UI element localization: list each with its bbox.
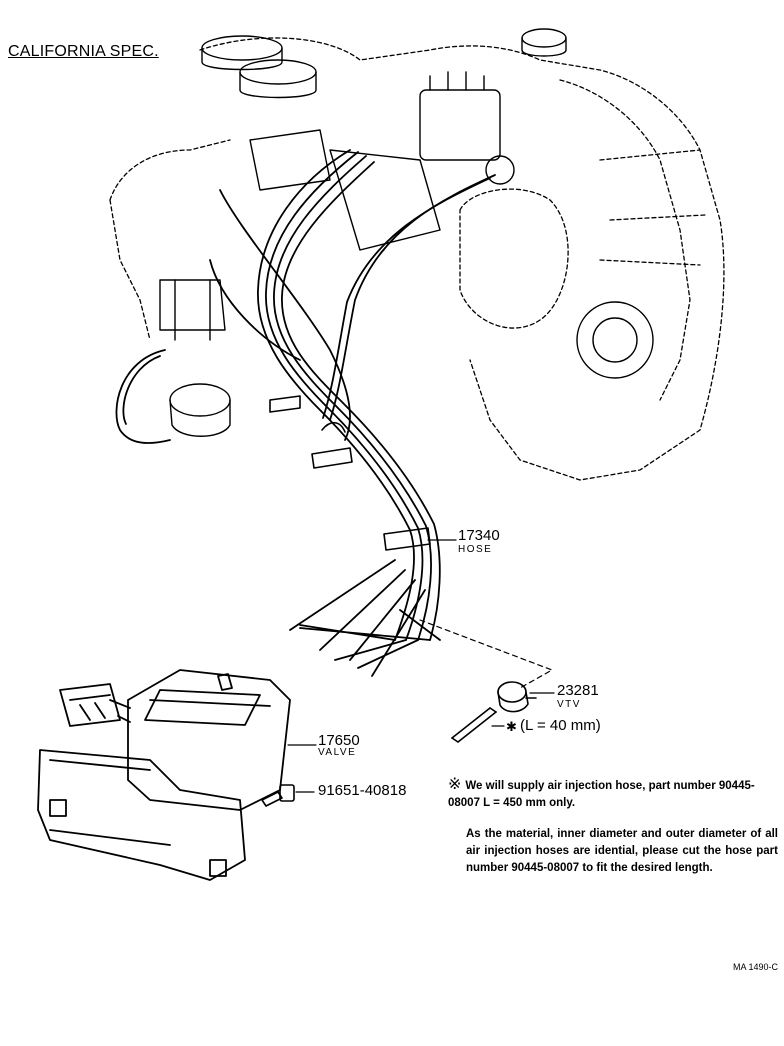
callout-lines xyxy=(287,539,555,793)
hose-part-name: HOSE xyxy=(458,544,493,555)
hose-part-number: 17340 xyxy=(458,527,500,544)
material-note: As the material, inner diameter and oute… xyxy=(466,826,778,877)
leader-line xyxy=(419,619,553,689)
hose-clamps xyxy=(269,395,431,551)
vtv-part xyxy=(497,681,537,713)
pipe-marker: ✱ xyxy=(506,719,517,734)
supply-note: ※We will supply air injection hose, part… xyxy=(448,776,778,812)
supply-note-text: We will supply air injection hose, part … xyxy=(448,780,755,809)
valve-part-name: VALVE xyxy=(318,747,357,758)
vtv-part-number: 23281 xyxy=(557,682,599,699)
bolt-part-number: 91651-40818 xyxy=(318,782,407,799)
pipe-length-label: (L = 40 mm) xyxy=(520,717,601,734)
material-note-text: As the material, inner diameter and oute… xyxy=(466,828,778,874)
note-reference-mark: ※ xyxy=(448,776,462,793)
vtv-part-name: VTV xyxy=(557,699,581,710)
bolt-part xyxy=(261,784,295,807)
drawing-code: MA 1490-C xyxy=(732,962,778,972)
hose-bundle xyxy=(115,149,496,677)
pipe-part xyxy=(451,707,497,743)
valve-part xyxy=(37,669,291,881)
engine-components xyxy=(159,28,654,437)
engine-outline xyxy=(109,37,725,481)
diagram-title: CALIFORNIA SPEC. xyxy=(8,43,159,60)
valve-part-number: 17650 xyxy=(318,732,360,749)
